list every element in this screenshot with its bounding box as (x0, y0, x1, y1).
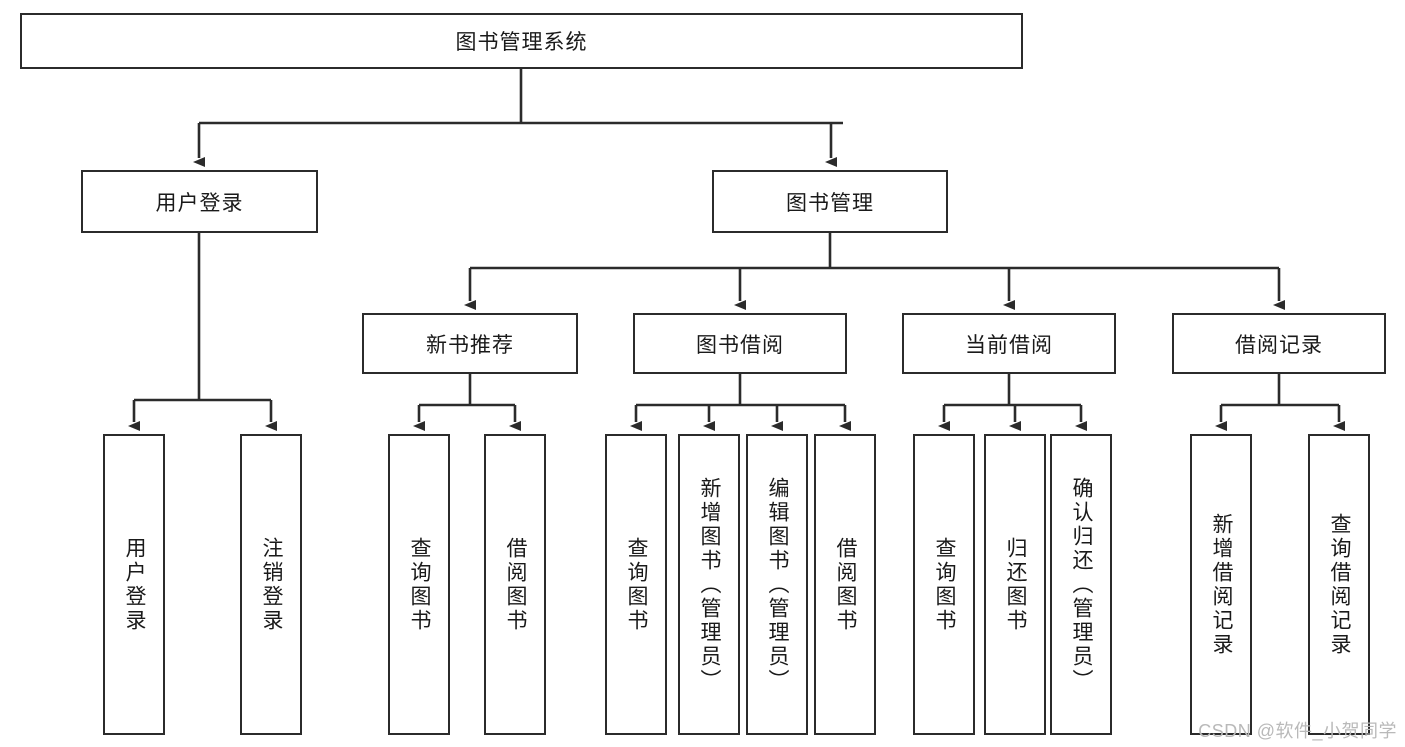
leaf-borrow-query[interactable]: 查询图书 (605, 434, 667, 735)
csdn-watermark: CSDN @软件_小贺同学 (1198, 721, 1397, 741)
node-book-borrow[interactable]: 图书借阅 (633, 313, 847, 374)
leaf-borrow-borrow-book[interactable]: 借阅图书 (814, 434, 876, 735)
leaf-new-book-query[interactable]: 查询图书 (388, 434, 450, 735)
node-borrow-records-label: 借阅记录 (1235, 333, 1323, 357)
leaf-records-query[interactable]: 查询借阅记录 (1308, 434, 1370, 735)
leaf-label: 编辑图书（管理员） (766, 476, 790, 693)
leaf-current-confirm-return[interactable]: 确认归还（管理员） (1050, 434, 1112, 735)
leaf-label: 归还图书 (1004, 536, 1028, 633)
leaf-records-add[interactable]: 新增借阅记录 (1190, 434, 1252, 735)
leaf-label: 确认归还（管理员） (1070, 476, 1094, 693)
node-new-book-recommend[interactable]: 新书推荐 (362, 313, 578, 374)
leaf-label: 新增借阅记录 (1210, 512, 1234, 657)
node-new-book-recommend-label: 新书推荐 (426, 333, 514, 357)
leaf-label: 用户登录 (123, 536, 147, 633)
leaf-current-return[interactable]: 归还图书 (984, 434, 1046, 735)
node-root[interactable]: 图书管理系统 (20, 13, 1023, 69)
node-user-login[interactable]: 用户登录 (81, 170, 318, 233)
leaf-borrow-add-book[interactable]: 新增图书（管理员） (678, 434, 740, 735)
leaf-user-login-signin[interactable]: 用户登录 (103, 434, 165, 735)
leaf-new-book-borrow[interactable]: 借阅图书 (484, 434, 546, 735)
leaf-label: 借阅图书 (504, 536, 528, 633)
leaf-label: 查询图书 (625, 536, 649, 633)
leaf-label: 借阅图书 (834, 536, 858, 633)
node-root-label: 图书管理系统 (455, 31, 588, 54)
leaf-label: 查询图书 (933, 536, 957, 633)
leaf-label: 查询图书 (408, 536, 432, 633)
leaf-user-login-signout[interactable]: 注销登录 (240, 434, 302, 735)
node-book-management-label: 图书管理 (786, 191, 874, 215)
leaf-label: 新增图书（管理员） (698, 476, 722, 693)
node-current-borrow-label: 当前借阅 (965, 333, 1053, 357)
leaf-label: 注销登录 (260, 536, 284, 633)
node-user-login-label: 用户登录 (155, 191, 244, 215)
node-borrow-records[interactable]: 借阅记录 (1172, 313, 1386, 374)
leaf-current-query[interactable]: 查询图书 (913, 434, 975, 735)
node-book-management[interactable]: 图书管理 (712, 170, 948, 233)
node-current-borrow[interactable]: 当前借阅 (902, 313, 1116, 374)
leaf-label: 查询借阅记录 (1328, 512, 1352, 657)
leaf-borrow-edit-book[interactable]: 编辑图书（管理员） (746, 434, 808, 735)
node-book-borrow-label: 图书借阅 (696, 333, 784, 357)
